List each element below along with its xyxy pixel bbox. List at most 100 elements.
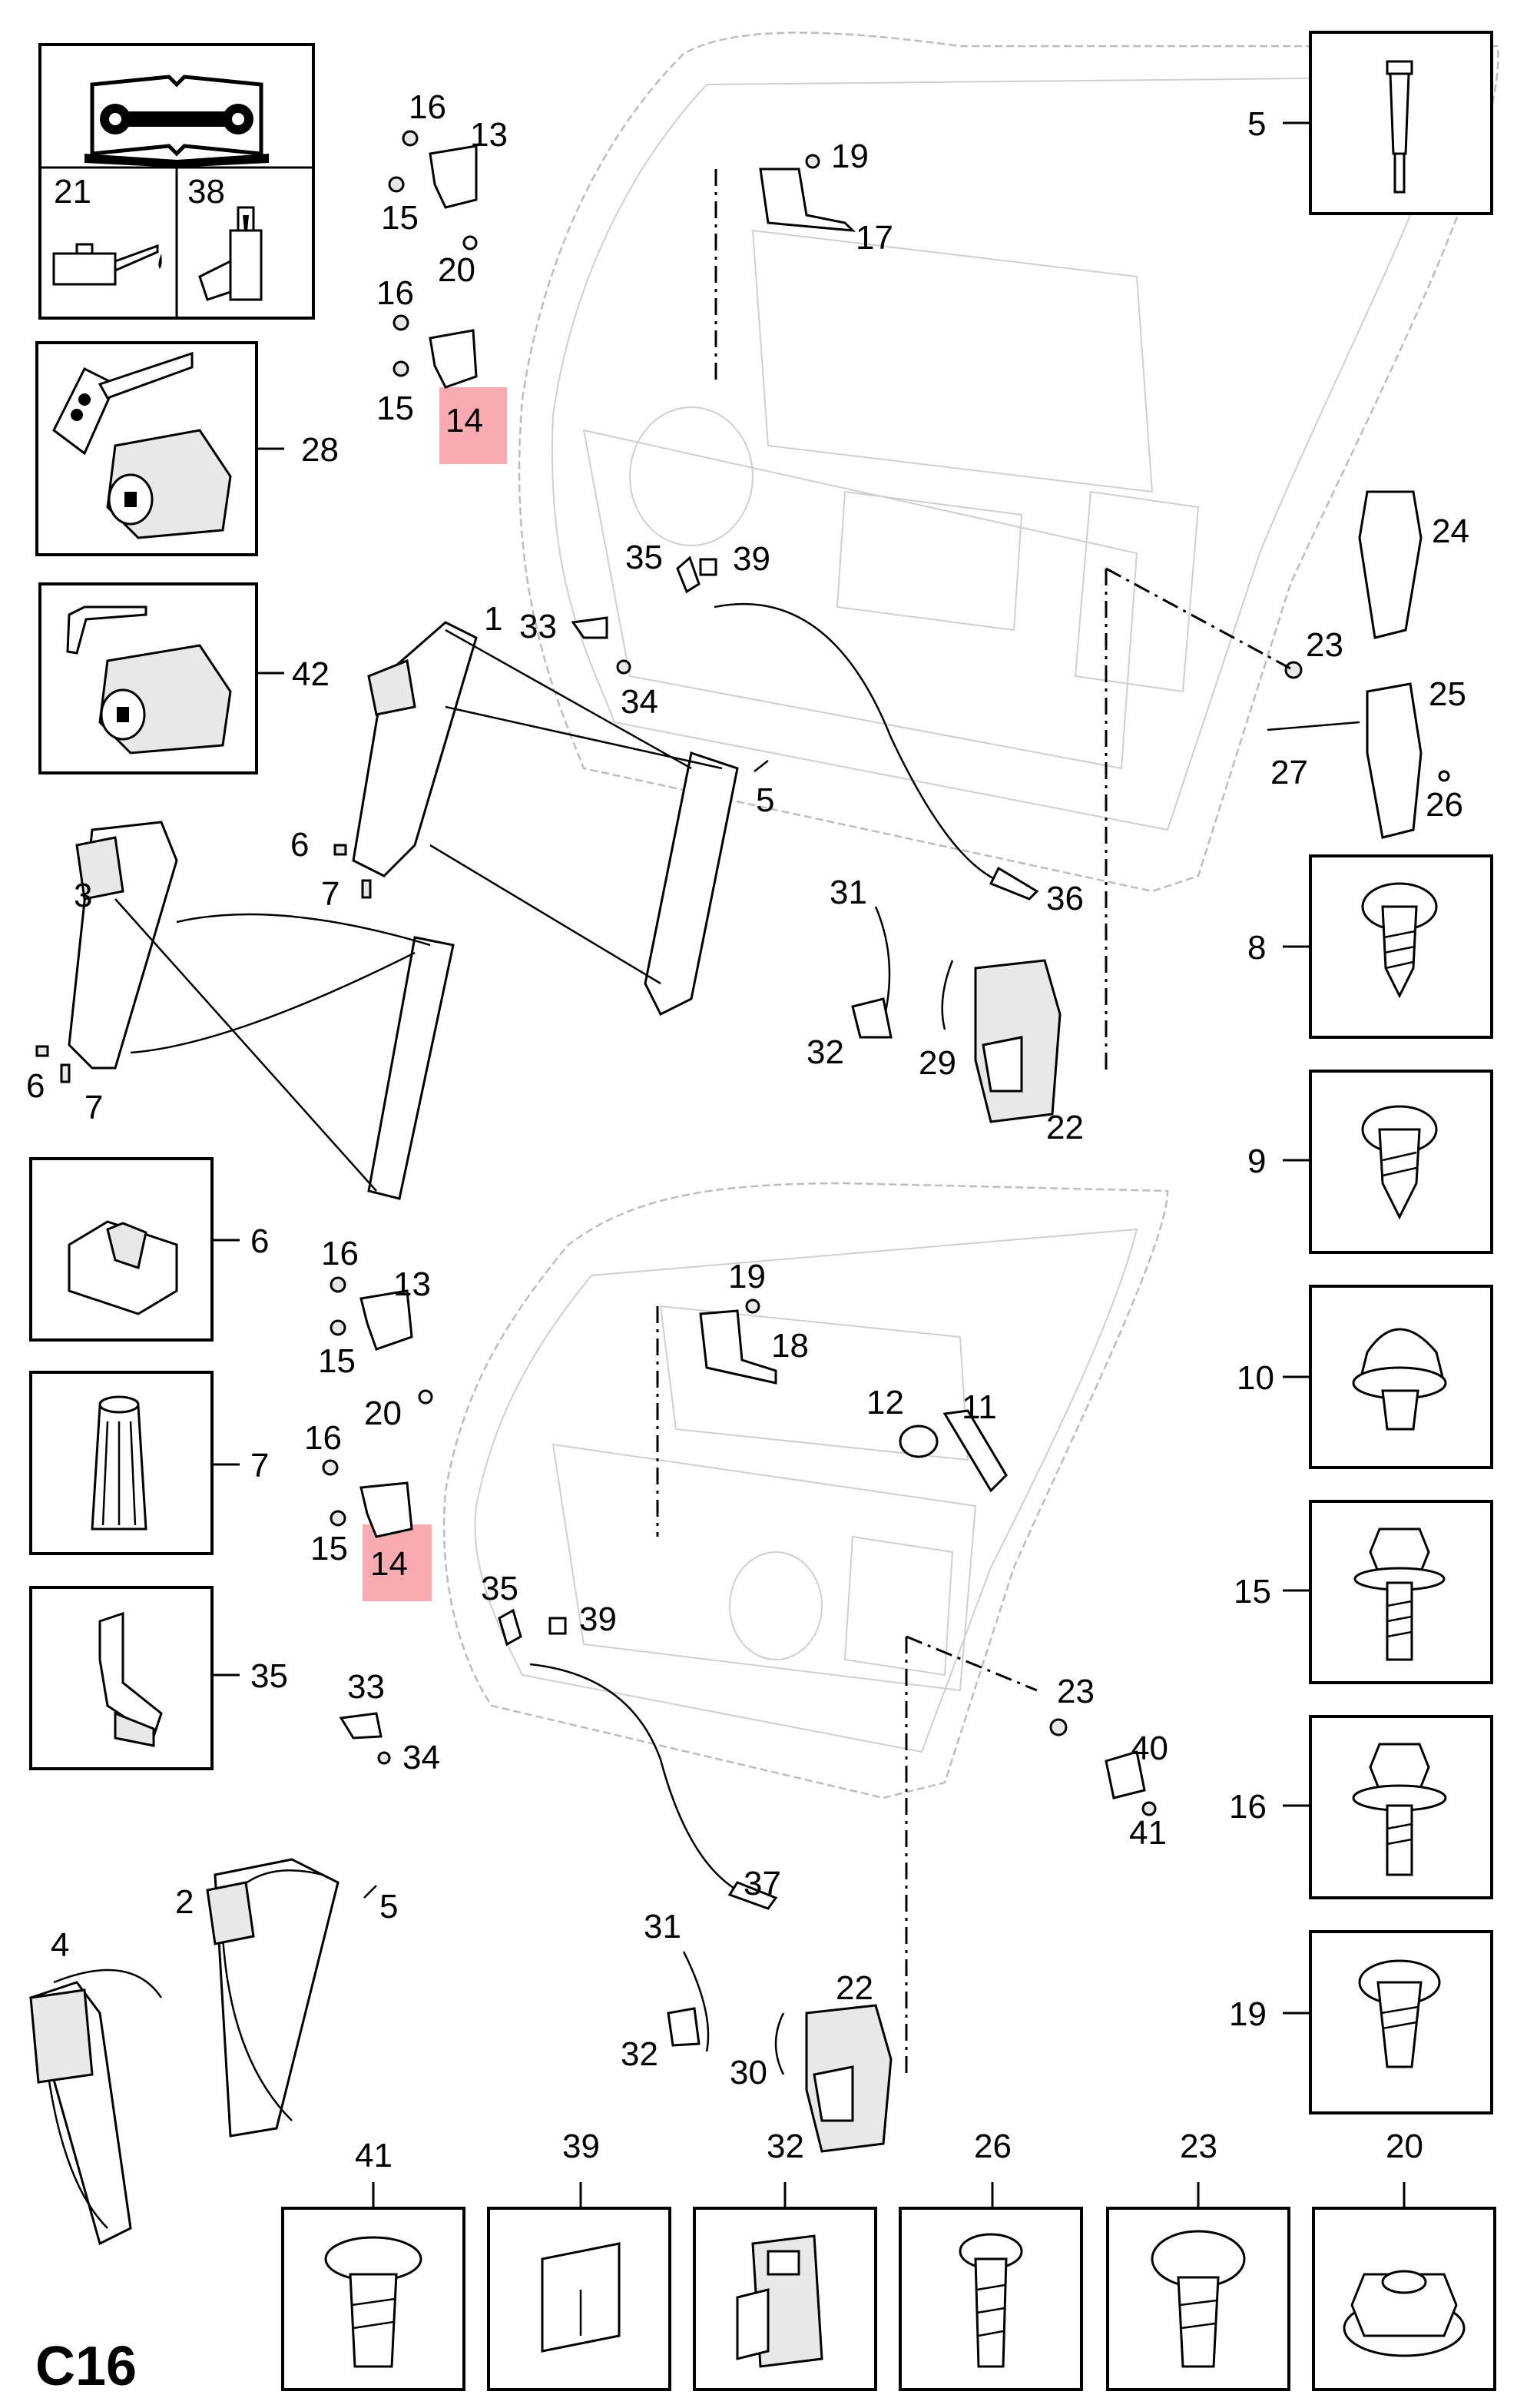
callout-20b: 20 — [364, 1395, 402, 1432]
part-42-box: 42 — [38, 582, 330, 774]
part-5-box: 5 — [1247, 31, 1493, 215]
manual-icon-box: 21 38 — [38, 43, 315, 320]
callout-10: 10 — [1237, 1359, 1274, 1397]
callout-15b: 15 — [376, 390, 414, 427]
part-8-box: 8 — [1247, 854, 1493, 1039]
callout-34b: 34 — [402, 1739, 440, 1776]
callout-16b: 16 — [376, 274, 414, 312]
callout-4: 4 — [51, 1926, 69, 1964]
callout-1: 1 — [484, 600, 502, 638]
callout-26a: 26 — [1426, 786, 1463, 824]
callout-31b: 31 — [644, 1908, 681, 1945]
callout-41a: 41 — [1129, 1814, 1167, 1852]
callout-28: 28 — [301, 431, 339, 469]
callout-14b: 14 — [370, 1545, 408, 1583]
callout-20a: 20 — [438, 251, 475, 289]
callout-39a: 39 — [733, 540, 770, 578]
bottom-box-26: 26 — [899, 2128, 1083, 2391]
oil-can-icon — [52, 243, 162, 286]
bottom-callout-20: 20 — [1386, 2128, 1423, 2165]
callout-15d: 15 — [310, 1530, 348, 1567]
upper-door-parts — [35, 130, 1450, 1200]
callout-16d: 16 — [304, 1419, 342, 1457]
callout-11: 11 — [962, 1388, 997, 1426]
callout-5c: 5 — [379, 1888, 398, 1925]
callout-19c: 19 — [1229, 1995, 1267, 2033]
lower-door-outline — [442, 1182, 1169, 1799]
callout-25: 25 — [1429, 675, 1466, 713]
callout-16c: 16 — [321, 1235, 359, 1272]
callout-5b: 5 — [756, 781, 774, 819]
part-7-box: 7 — [29, 1371, 269, 1555]
callout-6b: 6 — [26, 1067, 45, 1105]
callout-24: 24 — [1432, 512, 1469, 550]
callout-7b: 7 — [84, 1089, 103, 1126]
bottom-box-41: 41 — [281, 2137, 465, 2391]
bottom-box-23: 23 — [1106, 2128, 1290, 2391]
bottom-callout-39: 39 — [562, 2128, 600, 2165]
part-15-box: 15 — [1234, 1500, 1493, 1684]
callout-18: 18 — [771, 1327, 809, 1365]
callout-29: 29 — [919, 1044, 956, 1082]
callout-42: 42 — [292, 655, 330, 693]
part-6-box: 6 — [29, 1157, 269, 1342]
callout-6c: 6 — [250, 1222, 269, 1260]
callout-6a: 6 — [290, 826, 309, 864]
callout-16e: 16 — [1229, 1788, 1267, 1826]
callout-19b: 19 — [728, 1258, 766, 1295]
callout-35c: 35 — [250, 1657, 288, 1695]
callout-8: 8 — [1247, 929, 1266, 967]
callout-16a: 16 — [409, 88, 446, 126]
lock-cylinder-icon-2 — [98, 644, 232, 755]
callout-15a: 15 — [381, 199, 419, 237]
callout-34a: 34 — [621, 683, 658, 721]
part-10-box: 10 — [1237, 1285, 1493, 1469]
bottom-box-32: 32 — [693, 2128, 877, 2391]
callout-39b: 39 — [579, 1600, 617, 1638]
lock-cylinder-icon — [106, 429, 232, 539]
callout-32a: 32 — [807, 1033, 844, 1071]
callout-27: 27 — [1270, 754, 1308, 791]
callout-31a: 31 — [830, 874, 867, 911]
callout-15c: 15 — [318, 1342, 356, 1380]
callout-14a: 14 — [446, 402, 483, 439]
part-35-box: 35 — [29, 1586, 288, 1770]
callout-22a: 22 — [1046, 1109, 1084, 1146]
callout-33b: 33 — [347, 1668, 385, 1706]
callout-23a: 23 — [1306, 626, 1343, 664]
part-9-box: 9 — [1247, 1070, 1493, 1254]
lower-door-parts — [29, 1276, 1157, 2246]
callout-40: 40 — [1131, 1730, 1168, 1767]
part-16-box: 16 — [1229, 1715, 1493, 1899]
callout-labels: 16 13 15 20 16 15 14 19 17 1 33 34 35 39… — [26, 88, 1469, 2091]
key-fob-icon — [52, 351, 194, 456]
callout-23b: 23 — [1057, 1673, 1095, 1710]
callout-30: 30 — [730, 2054, 767, 2091]
callout-13a: 13 — [470, 116, 508, 154]
callout-9: 9 — [1247, 1143, 1266, 1180]
part-28-box: 28 — [35, 341, 339, 556]
bottom-callout-32: 32 — [767, 2128, 804, 2165]
callout-17: 17 — [856, 219, 893, 257]
grease-bottle-icon — [198, 206, 263, 301]
highlight-14-upper — [439, 387, 507, 464]
callout-33a: 33 — [519, 608, 557, 645]
callout-2: 2 — [175, 1883, 194, 1921]
manual-cell-21-number: 21 — [54, 173, 91, 211]
bottom-callout-41: 41 — [355, 2137, 393, 2174]
callout-36: 36 — [1046, 880, 1084, 917]
callout-12: 12 — [866, 1384, 904, 1421]
callout-7c: 7 — [250, 1447, 269, 1484]
callout-32b: 32 — [621, 2035, 658, 2073]
callout-19a: 19 — [831, 138, 869, 175]
callout-7a: 7 — [321, 875, 340, 913]
callout-15e: 15 — [1234, 1573, 1271, 1610]
callout-37: 37 — [744, 1865, 781, 1902]
page-label: C16 — [35, 2336, 137, 2397]
highlight-14-lower — [363, 1524, 432, 1601]
callout-22b: 22 — [836, 1969, 873, 2007]
callout-35b: 35 — [481, 1570, 518, 1607]
callout-35a: 35 — [625, 539, 663, 576]
bottom-callout-26: 26 — [974, 2128, 1012, 2165]
